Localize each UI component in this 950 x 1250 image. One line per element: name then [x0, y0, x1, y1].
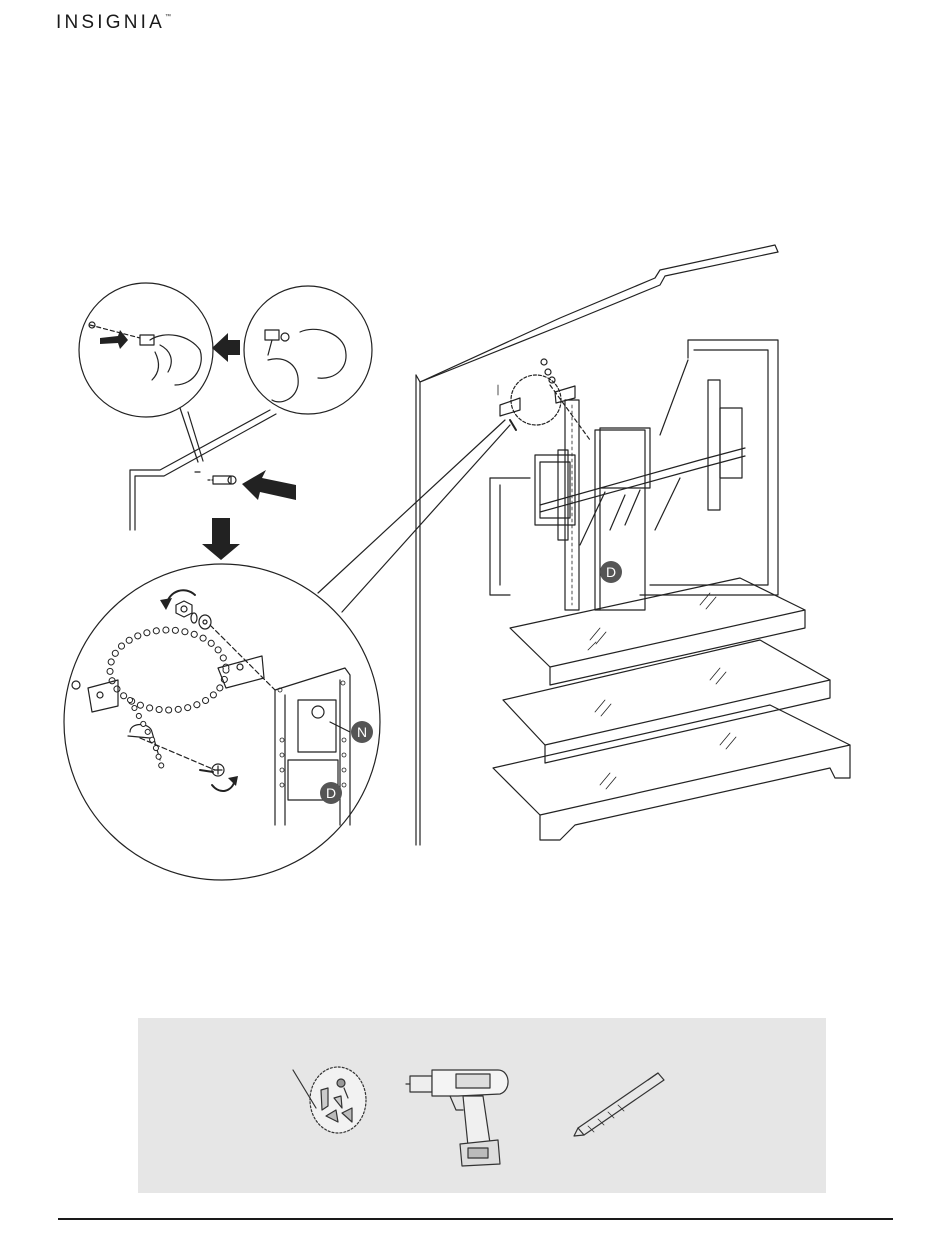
zoom-circle-insert-anchor: [79, 283, 213, 417]
tools-panel: [138, 1018, 826, 1193]
glass-shelves: [493, 578, 850, 840]
chain-beads: [110, 630, 226, 710]
tv-screen-drawing: [490, 340, 778, 610]
wall-anchor-hardware-icon: [293, 1067, 366, 1133]
badge-label-d: D: [326, 785, 336, 801]
drill-bit-icon: [574, 1073, 664, 1136]
callout-badge-d-tv: D: [600, 561, 622, 583]
wall-section-small: [130, 410, 276, 530]
arrow-down-icon: [202, 518, 240, 560]
zoom-circle-chain-mount: [64, 564, 380, 880]
badge-label-n: N: [357, 724, 367, 740]
arrow-between-circles-icon: [212, 333, 240, 362]
callout-stem: [180, 408, 203, 462]
callout-badge-d-post: D: [320, 782, 342, 804]
wall-drawing: [416, 245, 778, 845]
power-drill-icon: [406, 1070, 508, 1166]
zoom-circle-prepare-anchor: [244, 286, 372, 414]
arrow-left-icon: [242, 470, 296, 500]
footer-rule: [58, 1218, 893, 1220]
badge-label-d: D: [606, 564, 616, 580]
callout-badge-n: N: [351, 721, 373, 743]
callout-lines: [318, 420, 510, 612]
